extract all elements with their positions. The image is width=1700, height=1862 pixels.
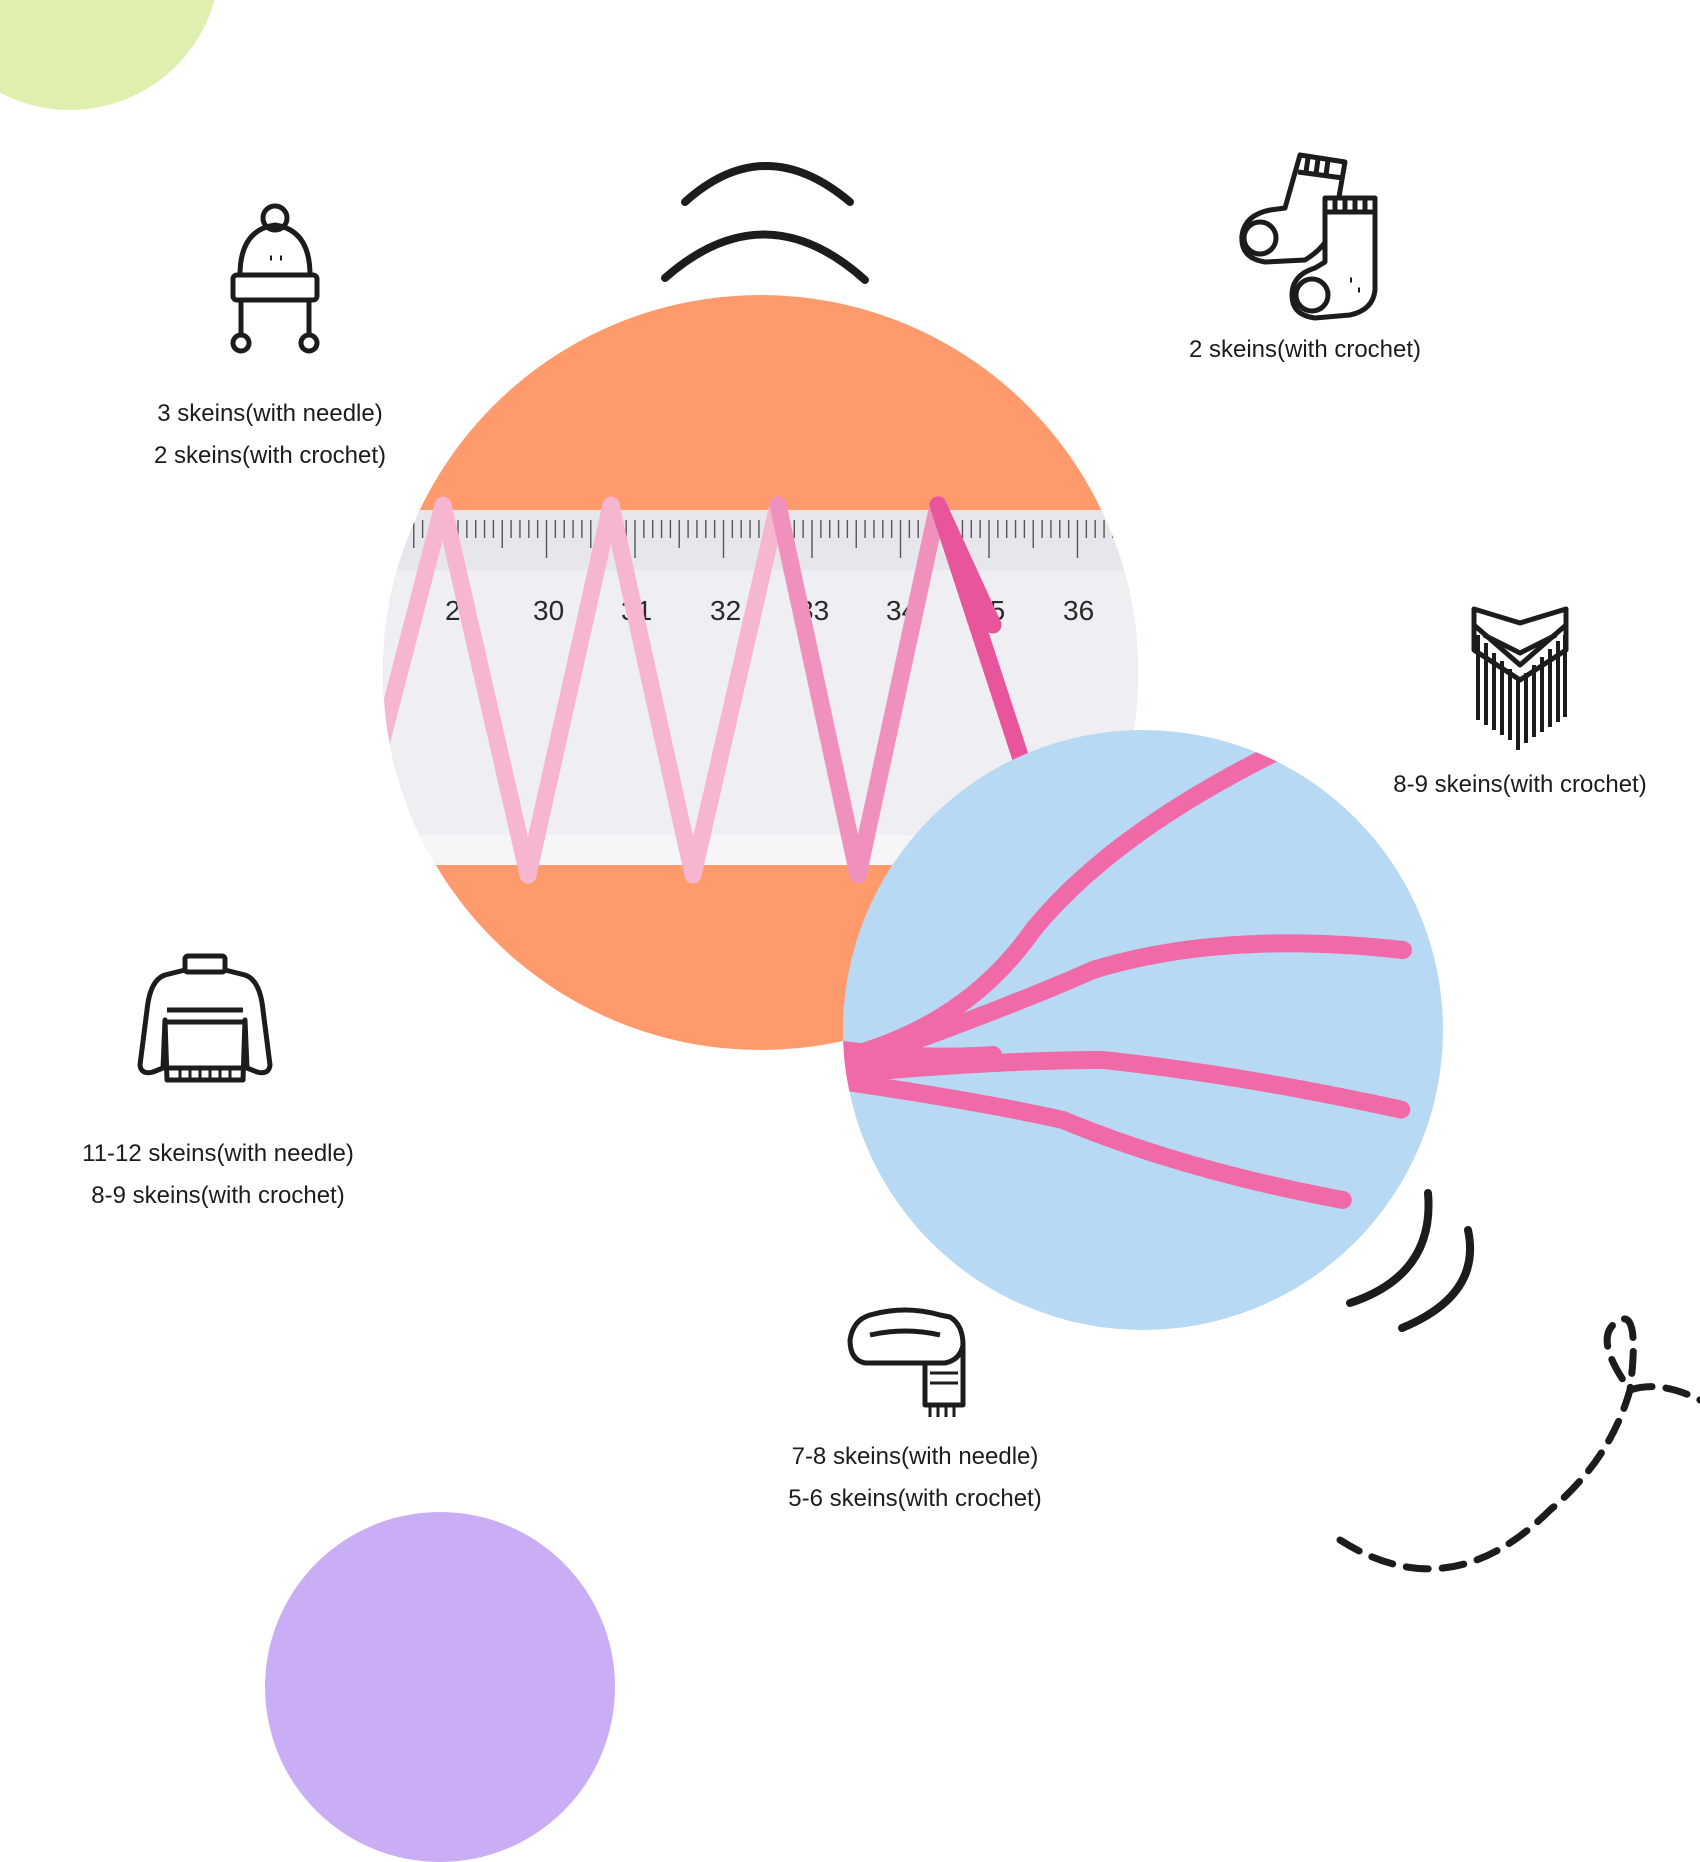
sweater-caption: 11-12 skeins(with needle) 8-9 skeins(wit… bbox=[68, 1133, 368, 1217]
sweater-icon bbox=[135, 950, 275, 1090]
hat-icon bbox=[225, 200, 325, 360]
sweater-crochet-text: 8-9 skeins(with crochet) bbox=[91, 1182, 345, 1209]
hat-crochet-text: 2 skeins(with crochet) bbox=[153, 442, 387, 469]
sweater-needle-text: 11-12 skeins(with needle) bbox=[82, 1140, 354, 1167]
scarf-caption: 7-8 skeins(with needle) 5-6 skeins(with … bbox=[765, 1436, 1065, 1520]
top-arcs-decoration bbox=[661, 162, 869, 284]
socks-caption: 2 skeins(with crochet) bbox=[1155, 329, 1455, 371]
ruler-label-30: 30 bbox=[533, 595, 564, 626]
ruler-label-36: 36 bbox=[1063, 595, 1094, 626]
socks-icon bbox=[1230, 150, 1390, 325]
shawl-caption: 8-9 skeins(with crochet) bbox=[1370, 764, 1670, 806]
hat-needle-text: 3 skeins(with needle) bbox=[157, 400, 383, 427]
shawl-crochet-text: 8-9 skeins(with crochet) bbox=[1393, 771, 1647, 798]
yarn-closeup-photo bbox=[843, 730, 1443, 1330]
scarf-needle-text: 7-8 skeins(with needle) bbox=[791, 1443, 1039, 1470]
bottom-arcs-decoration bbox=[1346, 1189, 1475, 1332]
yarn-strands-drawing bbox=[843, 730, 1412, 1209]
scarf-crochet-text: 5-6 skeins(with crochet) bbox=[788, 1485, 1042, 1512]
scarf-icon bbox=[845, 1305, 970, 1420]
ruler-label-32: 32 bbox=[710, 595, 741, 626]
green-corner-circle bbox=[0, 0, 220, 110]
dashed-loop-decoration bbox=[1336, 1315, 1700, 1573]
purple-corner-circle bbox=[265, 1512, 615, 1862]
shawl-icon bbox=[1470, 605, 1570, 755]
socks-crochet-text: 2 skeins(with crochet) bbox=[1188, 336, 1422, 363]
hat-caption: 3 skeins(with needle) 2 skeins(with croc… bbox=[120, 393, 420, 477]
